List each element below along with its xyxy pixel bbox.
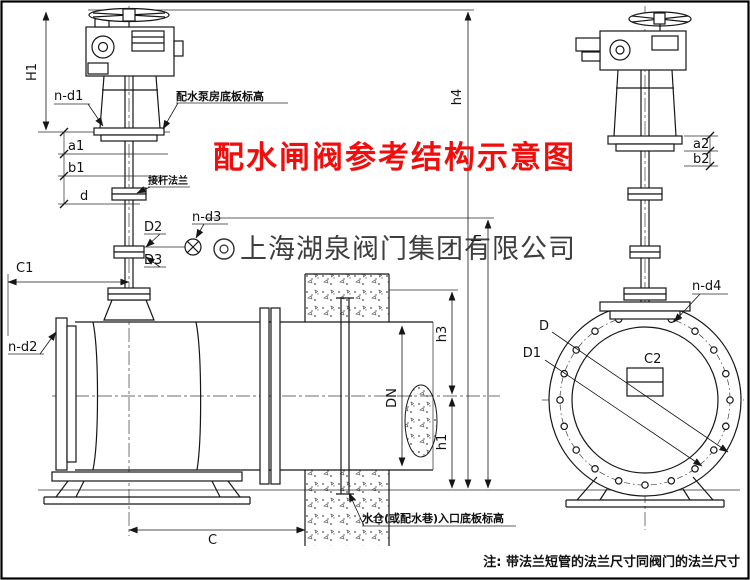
text-annotations: 配水泵房底板标高 接杆法兰 水仓(或配水巷)入口底板标高 [148,89,504,525]
right-stem [607,70,683,302]
dim-label-DN: DN [385,388,400,408]
dim-label-D2: D2 [144,220,162,235]
dim-label-C1: C1 [16,261,33,276]
dimension-lines [7,11,728,534]
dim-label-d: d [80,189,88,204]
dim-label-D1: D1 [523,346,541,361]
dim-label-a1: a1 [68,139,84,154]
dimension-labels: H1 n-d1 a1 b1 d D2 D3 n-d3 C1 n-d2 C DN … [8,63,721,548]
watermark-logo-icon [213,238,235,260]
drain-valve-icon [184,238,202,256]
dim-label-h4: h4 [450,89,465,106]
left-stem [93,76,202,301]
valve-bonnet [103,299,155,321]
right-valve-base [565,476,725,508]
pump-floor-elevation-label: 配水泵房底板标高 [176,89,264,103]
watermark-text: 上海湖泉阀门集团有限公司 [240,234,576,265]
inlet-floor-elevation-label: 水仓(或配水巷)入口底板标高 [362,511,504,525]
outlet-pipe [75,297,438,495]
gate-valve-body [43,299,251,505]
dim-label-n-d4: n-d4 [692,279,721,294]
dim-label-n-d2: n-d2 [8,340,37,355]
flange-bolt-holes [556,311,734,489]
dim-label-n-d3: n-d3 [192,210,221,225]
handwheel-icon [628,11,692,31]
dim-label-H1: H1 [25,63,40,81]
dim-label-C2: C2 [644,352,661,367]
dim-label-b1: b1 [68,161,85,176]
dim-label-D3: D3 [144,253,162,268]
pipe-opening-section [404,384,438,458]
dim-label-n-d1: n-d1 [54,89,83,104]
right-view-valve-face [544,301,742,508]
dim-label-h: h [470,234,485,242]
company-watermark: 上海湖泉阀门集团有限公司 [213,234,576,265]
handwheel-icon [88,7,170,27]
stem-flange-label: 接杆法兰 [148,174,188,187]
dim-label-h1: h1 [435,434,450,451]
dim-label-h3: h3 [435,326,450,343]
dim-label-C: C [208,533,217,548]
dim-label-a2: a2 [693,137,709,152]
dim-label-D: D [539,319,549,334]
left-actuator [85,7,184,129]
flange-note: 注: 带法兰短管的法兰尺寸同阀门的法兰尺寸 [483,554,740,570]
dim-label-b2: b2 [693,152,710,167]
right-actuator [575,11,692,137]
diagram-title: 配水闸阀参考结构示意图 [213,140,576,176]
